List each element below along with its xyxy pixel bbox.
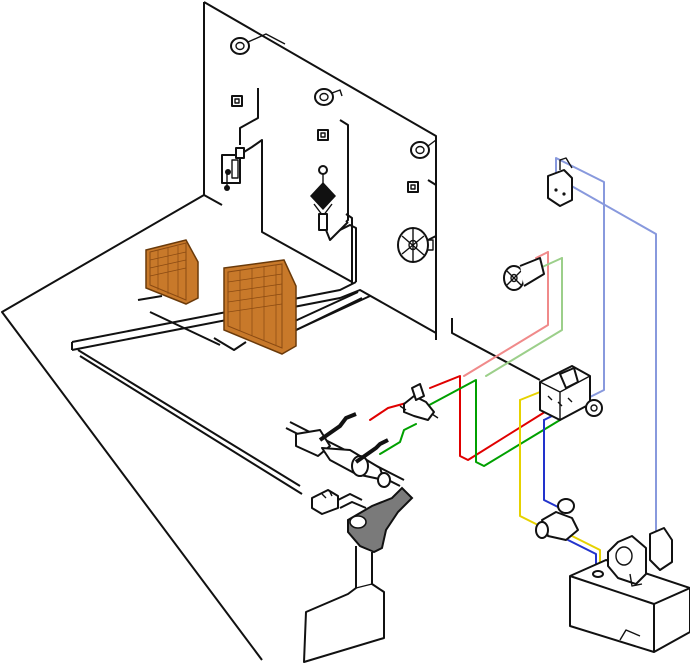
control-module-large-icon (223, 259, 297, 355)
steering-wheel-icon (397, 227, 434, 263)
gauge-3-icon (410, 139, 437, 159)
lever-control-icon (221, 147, 245, 191)
tiller-arm-icon (347, 486, 414, 554)
panel-cables (239, 88, 437, 284)
feedback-wiring (463, 157, 657, 547)
feedback-sensor-icon (503, 257, 545, 291)
flow-valve-icon (535, 498, 579, 541)
power-unit-icon (569, 527, 690, 653)
gauge-1-icon (230, 33, 286, 55)
console-outline (1, 1, 541, 661)
rudder-icon (303, 546, 385, 663)
gauge-2-icon (314, 88, 343, 106)
proportional-valve-icon (399, 383, 439, 421)
connector-box-icon (547, 157, 573, 207)
linear-actuator-icon (285, 412, 405, 488)
distribution-block-icon (539, 365, 603, 421)
control-module-small-icon (145, 239, 199, 305)
connector-plug-icon (311, 489, 367, 515)
joystick-control-icon (310, 165, 336, 231)
switch-icon (231, 95, 419, 193)
cable-bundles (71, 281, 437, 495)
